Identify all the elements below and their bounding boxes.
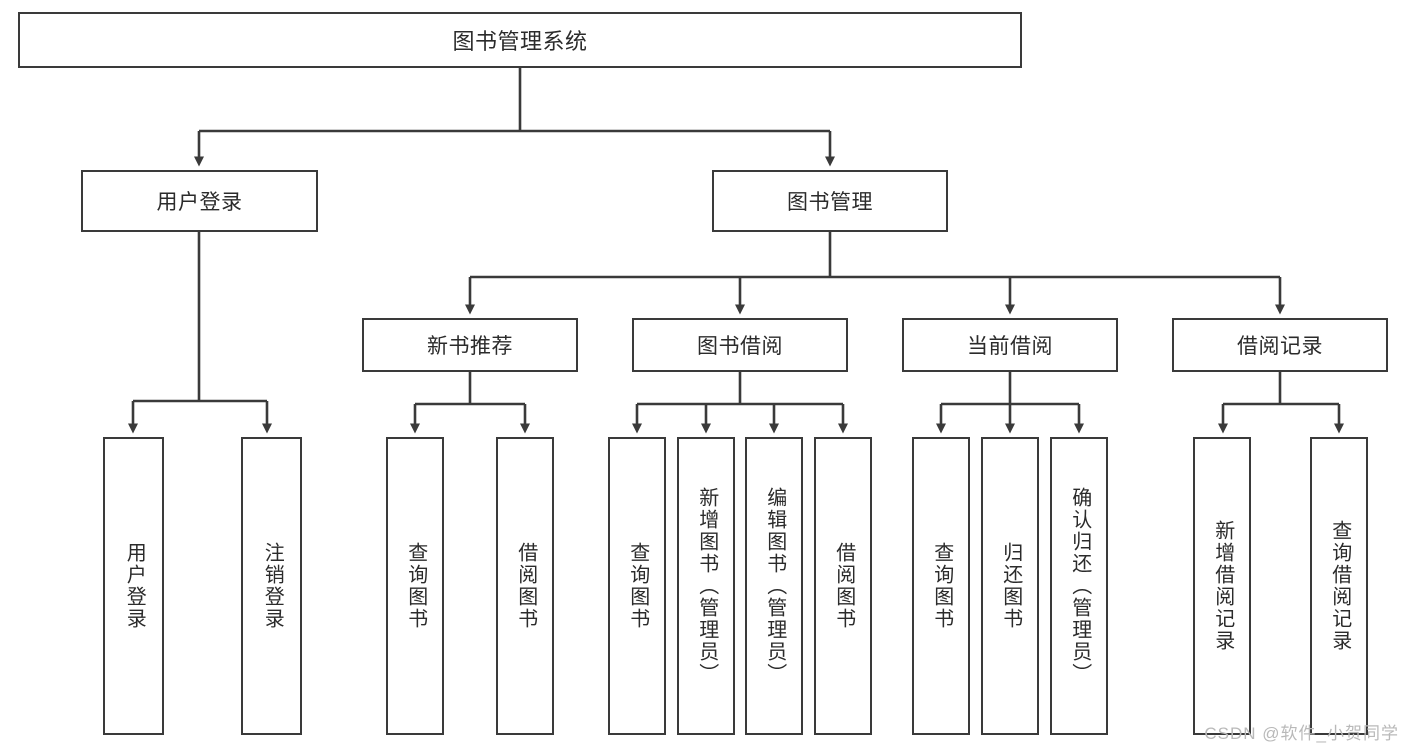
leaf-return-book[interactable]: 归还图书 (981, 437, 1039, 735)
leaf-borrow-book-1-label: 借阅图书 (514, 542, 537, 630)
leaf-query-book-1[interactable]: 查询图书 (386, 437, 444, 735)
node-new-book-recommend-label: 新书推荐 (427, 335, 513, 358)
edges (128, 68, 1344, 434)
node-book-management-label: 图书管理 (787, 191, 873, 214)
node-book-borrow[interactable]: 图书借阅 (632, 318, 848, 372)
leaf-borrow-book-2[interactable]: 借阅图书 (814, 437, 872, 735)
leaf-logout-label: 注销登录 (261, 542, 284, 630)
leaf-add-book-admin-label: 新增图书（管理员） (695, 487, 718, 685)
leaf-borrow-book-2-label: 借阅图书 (832, 542, 855, 630)
leaf-add-borrow-record[interactable]: 新增借阅记录 (1193, 437, 1251, 735)
leaf-edit-book-admin[interactable]: 编辑图书（管理员） (745, 437, 803, 735)
node-root-label: 图书管理系统 (452, 29, 588, 54)
leaf-query-borrow-record-label: 查询借阅记录 (1328, 520, 1351, 652)
leaf-borrow-book-1[interactable]: 借阅图书 (496, 437, 554, 735)
node-borrow-record[interactable]: 借阅记录 (1172, 318, 1388, 372)
leaf-query-borrow-record[interactable]: 查询借阅记录 (1310, 437, 1368, 735)
node-user-login-label: 用户登录 (156, 191, 243, 214)
leaf-query-book-2[interactable]: 查询图书 (608, 437, 666, 735)
leaf-query-book-3-label: 查询图书 (930, 542, 953, 630)
node-current-borrow-label: 当前借阅 (967, 335, 1053, 358)
leaf-logout[interactable]: 注销登录 (241, 437, 302, 735)
leaf-query-book-1-label: 查询图书 (404, 542, 427, 630)
leaf-query-book-3[interactable]: 查询图书 (912, 437, 970, 735)
node-book-management[interactable]: 图书管理 (712, 170, 948, 232)
leaf-edit-book-admin-label: 编辑图书（管理员） (763, 487, 786, 685)
leaf-confirm-return-admin[interactable]: 确认归还（管理员） (1050, 437, 1108, 735)
node-new-book-recommend[interactable]: 新书推荐 (362, 318, 578, 372)
node-book-borrow-label: 图书借阅 (697, 335, 783, 358)
leaf-add-borrow-record-label: 新增借阅记录 (1211, 520, 1234, 652)
node-borrow-record-label: 借阅记录 (1237, 335, 1323, 358)
node-current-borrow[interactable]: 当前借阅 (902, 318, 1118, 372)
leaf-return-book-label: 归还图书 (999, 542, 1022, 630)
leaf-query-book-2-label: 查询图书 (626, 542, 649, 630)
node-user-login[interactable]: 用户登录 (81, 170, 318, 232)
leaf-add-book-admin[interactable]: 新增图书（管理员） (677, 437, 735, 735)
leaf-confirm-return-admin-label: 确认归还（管理员） (1068, 487, 1091, 685)
leaf-user-login[interactable]: 用户登录 (103, 437, 164, 735)
node-root[interactable]: 图书管理系统 (18, 12, 1022, 68)
leaf-user-login-label: 用户登录 (123, 542, 146, 630)
